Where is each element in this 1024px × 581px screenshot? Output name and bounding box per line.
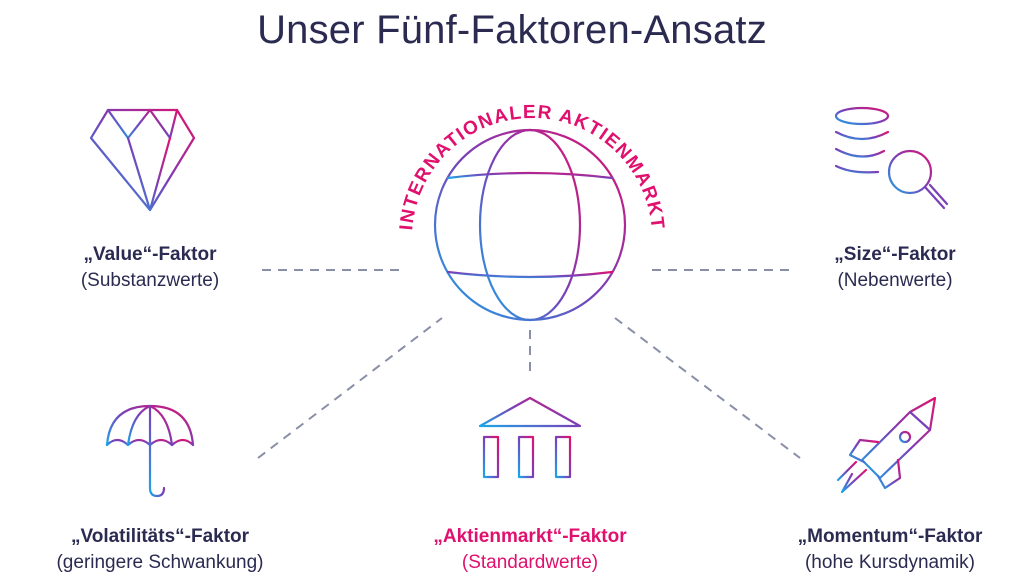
factor-momentum-name: „Momentum“-Faktor: [797, 526, 983, 547]
factor-volatility-label: „Volatilitäts“-Faktor (geringere Schwank…: [10, 524, 310, 576]
factor-size-label: „Size“-Faktor (Nebenwerte): [770, 242, 1020, 294]
umbrella-icon: [105, 398, 195, 498]
factor-value-name: „Value“-Faktor: [83, 244, 217, 265]
connector-momentum: [614, 317, 801, 459]
factor-size-name: „Size“-Faktor: [834, 244, 956, 265]
connectors: [257, 269, 801, 459]
page-title: Unser Fünf-Faktoren-Ansatz: [257, 8, 767, 52]
connector-volatility: [257, 317, 443, 459]
factor-momentum-sub: (hohe Kursdynamik): [804, 552, 976, 573]
factor-volatility-sub: (geringere Schwankung): [56, 552, 264, 573]
factor-market-label: „Aktienmarkt“-Faktor (Standardwerte): [390, 524, 670, 576]
factor-volatility-name: „Volatilitäts“-Faktor: [70, 526, 250, 547]
database-search-icon: [834, 106, 949, 210]
factor-value-label: „Value“-Faktor (Substanzwerte): [30, 242, 270, 294]
factor-value-sub: (Substanzwerte): [80, 270, 220, 291]
globe-icon: [433, 128, 627, 322]
rocket-icon: [836, 396, 937, 494]
diamond-icon: [89, 108, 196, 212]
bank-building-icon: [470, 396, 590, 492]
factor-size-sub: (Nebenwerte): [837, 270, 953, 291]
factor-market-sub: (Standardwerte): [461, 552, 599, 573]
factor-market-name: „Aktienmarkt“-Faktor: [433, 526, 627, 547]
factor-momentum-label: „Momentum“-Faktor (hohe Kursdynamik): [755, 524, 1024, 576]
